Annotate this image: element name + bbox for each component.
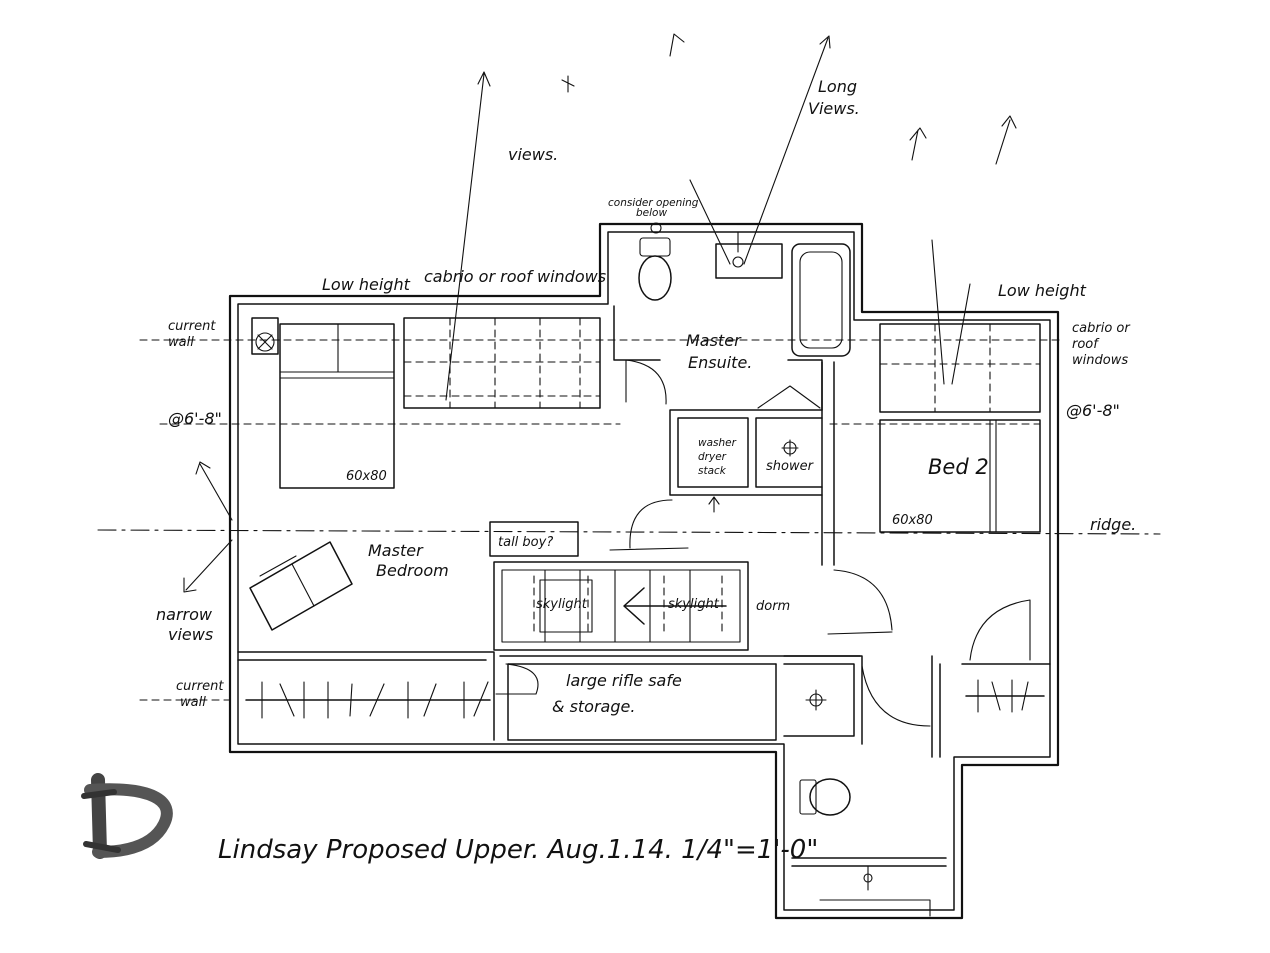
washer-dryer-label-3: stack [698,465,727,477]
recliner-sketch [249,541,353,631]
cabrio-left-label: cabrio or roof windows [424,267,606,286]
bed-2 [879,419,1041,533]
skylight-2-label: skylight [668,597,720,612]
bed-2-label: Bed 2 [928,455,989,479]
skylight-1-label: skylight [536,597,588,612]
narrow-views-label-2: views [168,625,213,644]
roof-windows-right [879,323,1041,413]
rifle-safe-label-1: large rifle safe [566,671,682,690]
current-wall-top-2: wall [168,335,194,350]
rifle-safe-label-2: & storage. [552,697,635,716]
height-left-label: @6'-8" [168,409,222,428]
low-height-right-label: Low height [998,281,1087,300]
logo-d-mark [81,773,173,859]
closet-rods [245,679,1045,719]
long-views-label-2: Views. [808,99,860,118]
master-bedroom-label-2: Bedroom [376,561,449,580]
long-views-label-1: Long [818,77,857,96]
master-bed [251,317,395,489]
cabrio-right-label-2: roof [1072,337,1100,352]
cabrio-right-label-3: windows [1072,353,1128,368]
bed-right-size-label: 60x80 [892,513,933,528]
cabrio-right-label-1: cabrio or [1072,321,1131,336]
bed-left-size-label: 60x80 [346,469,387,484]
exterior-walls [228,222,1060,920]
roof-windows-left [403,317,601,409]
views-label: views. [508,145,558,164]
below-label: below [636,207,667,219]
bath-2-fixtures [799,689,873,891]
washer-dryer-label-2: dryer [698,451,727,463]
current-wall-bottom-2: wall [180,695,206,710]
current-wall-bottom-1: current [176,679,224,694]
height-right-label: @6'-8" [1066,401,1120,420]
master-ensuite-label-1: Master [686,331,742,350]
narrow-views-label-1: narrow [156,605,213,624]
doors [495,499,1031,727]
roof-lines [97,339,1161,701]
current-wall-top-1: current [168,319,216,334]
dormer-label: dorm [756,599,790,614]
drawing-title: Lindsay Proposed Upper. Aug.1.14. 1/4"=1… [218,835,818,865]
low-height-left-label: Low height [322,275,411,294]
tall-boy-label: tall boy? [498,535,553,550]
stair-arrow [533,575,727,637]
consider-opening-label: consider opening [608,197,699,209]
annotations: views. Long Views. consider opening belo… [156,77,1136,716]
washer-dryer-label-1: washer [698,437,737,449]
ensuite-fixtures [625,222,851,513]
shower-label: shower [766,459,815,474]
ridge-label: ridge. [1090,515,1136,534]
view-arrows [183,33,1017,593]
master-ensuite-label-2: Ensuite. [688,353,752,372]
master-bedroom-label-1: Master [368,541,424,560]
